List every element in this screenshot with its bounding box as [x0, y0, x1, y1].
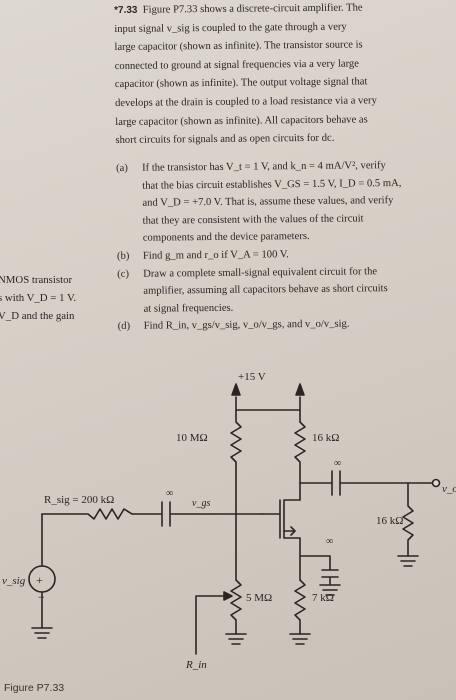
load-resistor-label: 16 kΩ — [376, 515, 403, 527]
source-resistor-rsig — [41, 508, 133, 520]
rsig-label: R_sig = 200 kΩ — [44, 494, 114, 506]
margin-line: V_D and the gain — [0, 310, 75, 322]
supply-label: +15 V — [238, 371, 266, 383]
mosfet-arrow — [283, 526, 296, 536]
bypass-ground-icon — [319, 584, 341, 596]
load-resistor — [402, 482, 414, 557]
rin-arrowhead-icon — [223, 591, 233, 601]
drain-resistor-label: 16 kΩ — [312, 432, 339, 444]
gate-ground-icon — [225, 633, 247, 645]
output-node — [431, 478, 441, 488]
margin-line: NMOS transistor — [0, 274, 73, 286]
left-margin-fragment: NMOS transistor s with V_D = 1 V. V_D an… — [0, 271, 108, 325]
bypass-cap-label: ∞ — [326, 536, 333, 547]
vgs-label: v_gs — [192, 498, 210, 509]
source-ground-icon — [289, 633, 311, 645]
gate-top-resistor — [230, 409, 242, 515]
signal-source-icon — [28, 565, 56, 593]
rin-arrow — [195, 595, 227, 655]
mosfet-gate — [261, 499, 281, 539]
source-bypass-capacitor — [299, 555, 339, 585]
gate-bottom-resistor-label: 5 MΩ — [246, 592, 272, 604]
supply-arrow-icon — [231, 383, 241, 396]
source-minus-sign: − — [38, 590, 45, 604]
output-voltage-label: v_o — [442, 483, 456, 495]
input-cap-label: ∞ — [166, 488, 173, 499]
drain-resistor — [294, 421, 306, 501]
signal-ground-icon — [31, 627, 53, 639]
output-coupling-capacitor — [299, 470, 433, 496]
vsig-label: v_sig — [2, 575, 26, 587]
source-resistor — [294, 579, 306, 635]
supply-arrow-icon — [295, 383, 305, 396]
source-resistor-label: 7 kΩ — [312, 592, 334, 604]
supply-wire — [235, 396, 301, 411]
mosfet-channel — [283, 499, 301, 539]
gate-top-resistor-label: 10 MΩ — [176, 432, 208, 444]
rin-label: R_in — [185, 659, 207, 671]
figure-caption: Figure P7.33 — [4, 682, 65, 694]
input-coupling-capacitor — [131, 501, 263, 527]
output-cap-label: ∞ — [334, 458, 341, 469]
source-plus-sign: + — [36, 573, 43, 587]
gate-bottom-resistor — [230, 513, 242, 635]
load-ground-icon — [397, 555, 419, 567]
margin-line: s with V_D = 1 V. — [0, 292, 77, 304]
